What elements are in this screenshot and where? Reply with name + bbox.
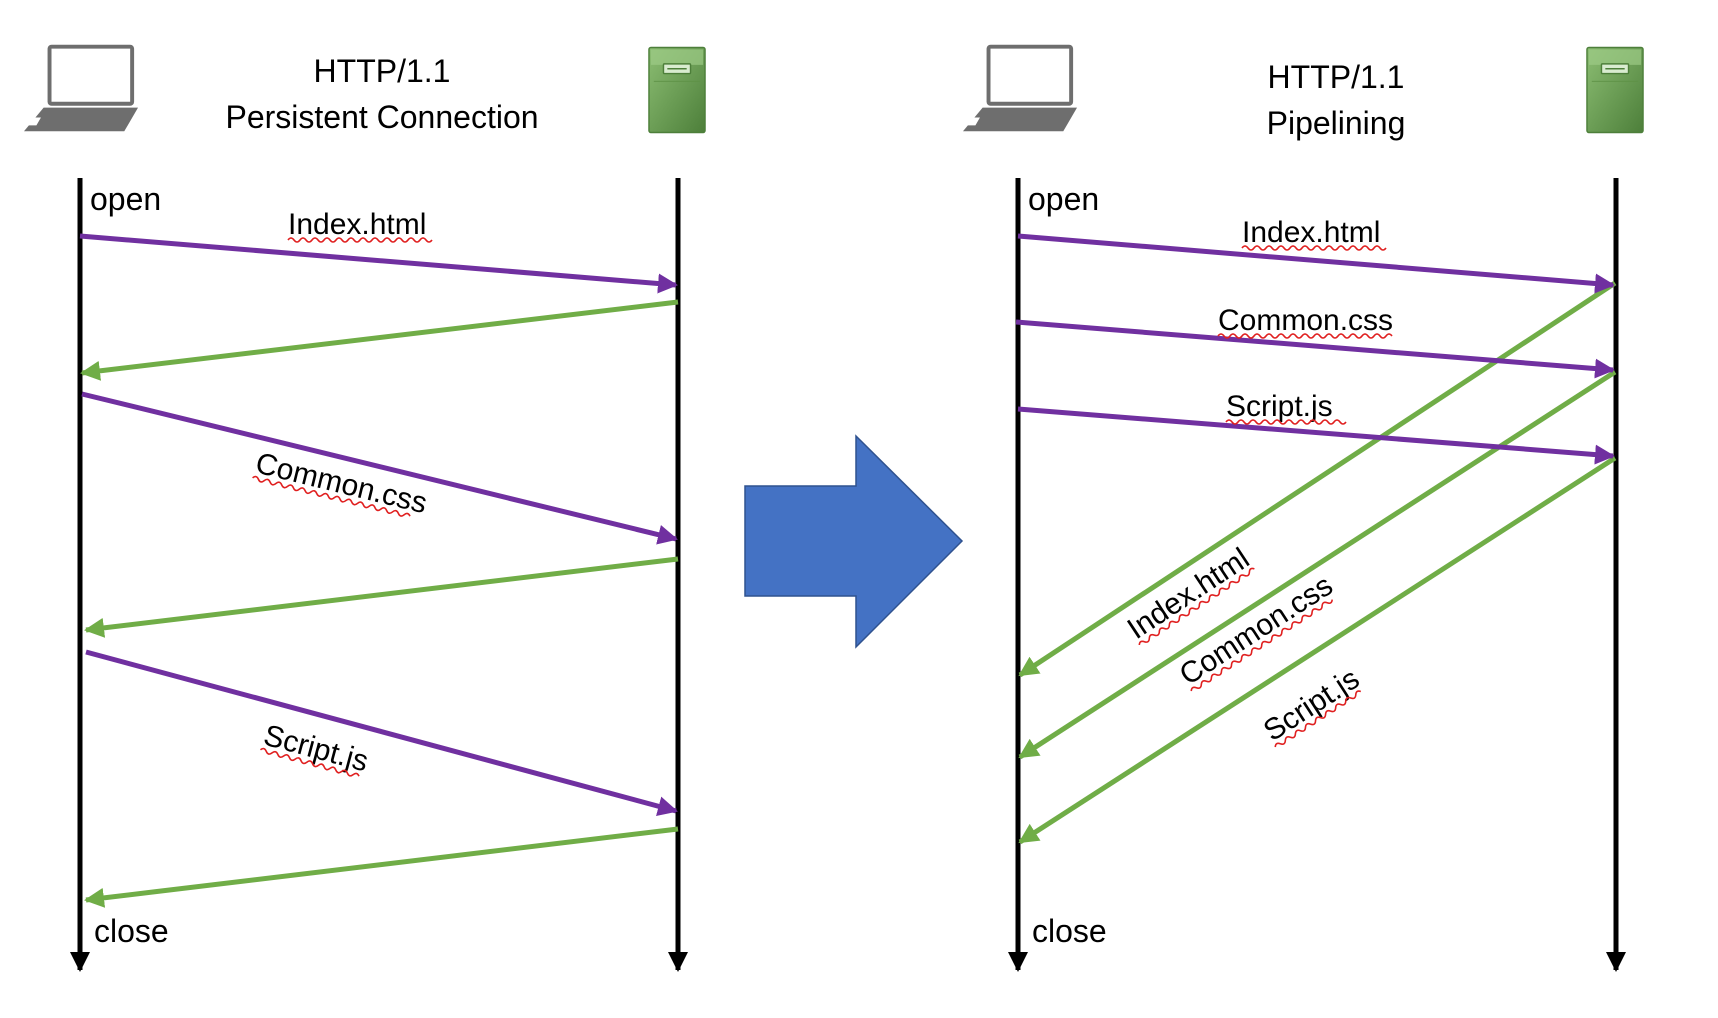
right-open-label: open <box>1028 181 1099 217</box>
left-title-line1: HTTP/1.1 <box>314 53 451 89</box>
left-request-css-arrow <box>81 391 678 545</box>
laptop-icon <box>961 44 1079 134</box>
right-title-line2: Pipelining <box>1267 105 1406 141</box>
left-label-index: Index.html <box>287 208 433 243</box>
left-label-script: Script.js <box>259 719 372 778</box>
svg-text:Common.css: Common.css <box>1218 304 1393 337</box>
server-icon <box>648 46 706 134</box>
right-request-css-arrow <box>1015 319 1615 379</box>
right-response-index-arrow <box>1018 280 1617 678</box>
left-title-line2: Persistent Connection <box>225 99 538 135</box>
left-response-css-arrow <box>84 556 679 638</box>
svg-text:Script.js: Script.js <box>1258 662 1365 748</box>
right-request-script-arrow <box>1017 406 1615 465</box>
right-label-index-request: Index.html <box>1241 216 1387 251</box>
server-icon <box>1586 46 1644 134</box>
left-close-label: close <box>94 913 169 949</box>
right-label-script-request: Script.js <box>1225 390 1347 425</box>
right-title-line1: HTTP/1.1 <box>1268 59 1405 95</box>
left-response-script-arrow <box>84 826 679 908</box>
right-panel: HTTP/1.1 Pipelining open close Index.htm… <box>961 44 1644 972</box>
svg-text:Script.js: Script.js <box>1226 390 1333 423</box>
left-request-script-arrow <box>85 649 678 816</box>
right-label-css-request: Common.css <box>1217 304 1393 339</box>
right-close-label: close <box>1032 913 1107 949</box>
laptop-icon <box>22 44 140 134</box>
svg-text:Script.js: Script.js <box>260 719 372 778</box>
svg-text:Index.html: Index.html <box>1242 216 1380 249</box>
right-request-index-arrow <box>1017 233 1615 294</box>
left-request-index-arrow <box>79 233 678 294</box>
left-open-label: open <box>90 181 161 217</box>
left-panel: HTTP/1.1 Persistent Connection open clos… <box>22 44 706 972</box>
right-response-script-arrow <box>1018 455 1617 845</box>
right-response-css-arrow <box>1018 369 1617 760</box>
svg-text:Index.html: Index.html <box>288 208 426 241</box>
block-arrow-right-icon <box>744 434 964 649</box>
left-response-index-arrow <box>80 299 679 381</box>
